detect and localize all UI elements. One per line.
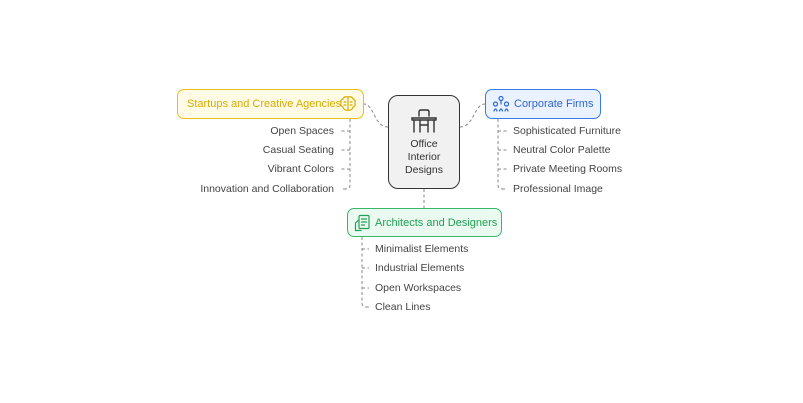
- office-desk-icon: [411, 109, 437, 133]
- architects-label: Architects and Designers: [375, 216, 498, 229]
- corporate-item: Private Meeting Rooms: [513, 163, 623, 175]
- corporate-item: Professional Image: [513, 183, 603, 195]
- corporate-node: Corporate Firms: [485, 89, 601, 119]
- people-network-icon: [492, 95, 510, 112]
- startups-node: Startups and Creative Agencies: [177, 89, 364, 119]
- corporate-item: Sophisticated Furniture: [513, 125, 621, 137]
- architects-node: Architects and Designers: [347, 208, 502, 237]
- connector-center-to-startups: [363, 103, 389, 128]
- connector-corporate-trunk: [497, 119, 503, 190]
- center-node: Office Interior Designs: [388, 95, 460, 189]
- startups-item: Open Spaces: [270, 125, 334, 137]
- center-label: Office Interior Designs: [405, 138, 443, 176]
- architects-item: Clean Lines: [375, 301, 431, 313]
- corporate-label: Corporate Firms: [514, 98, 594, 110]
- connector-startups-trunk: [345, 119, 351, 190]
- architects-item: Industrial Elements: [375, 262, 465, 274]
- startups-label: Startups and Creative Agencies: [187, 98, 342, 110]
- startups-item: Vibrant Colors: [267, 163, 334, 175]
- startups-item: Innovation and Collaboration: [200, 183, 334, 195]
- connector-architects-trunk: [361, 237, 367, 308]
- brain-icon: [340, 96, 356, 111]
- drafting-tools-icon: [354, 214, 370, 232]
- corporate-item: Neutral Color Palette: [513, 144, 611, 156]
- architects-item: Minimalist Elements: [375, 243, 469, 255]
- connector-center-to-corporate: [459, 103, 486, 128]
- architects-item: Open Workspaces: [375, 282, 462, 294]
- startups-item: Casual Seating: [262, 144, 334, 156]
